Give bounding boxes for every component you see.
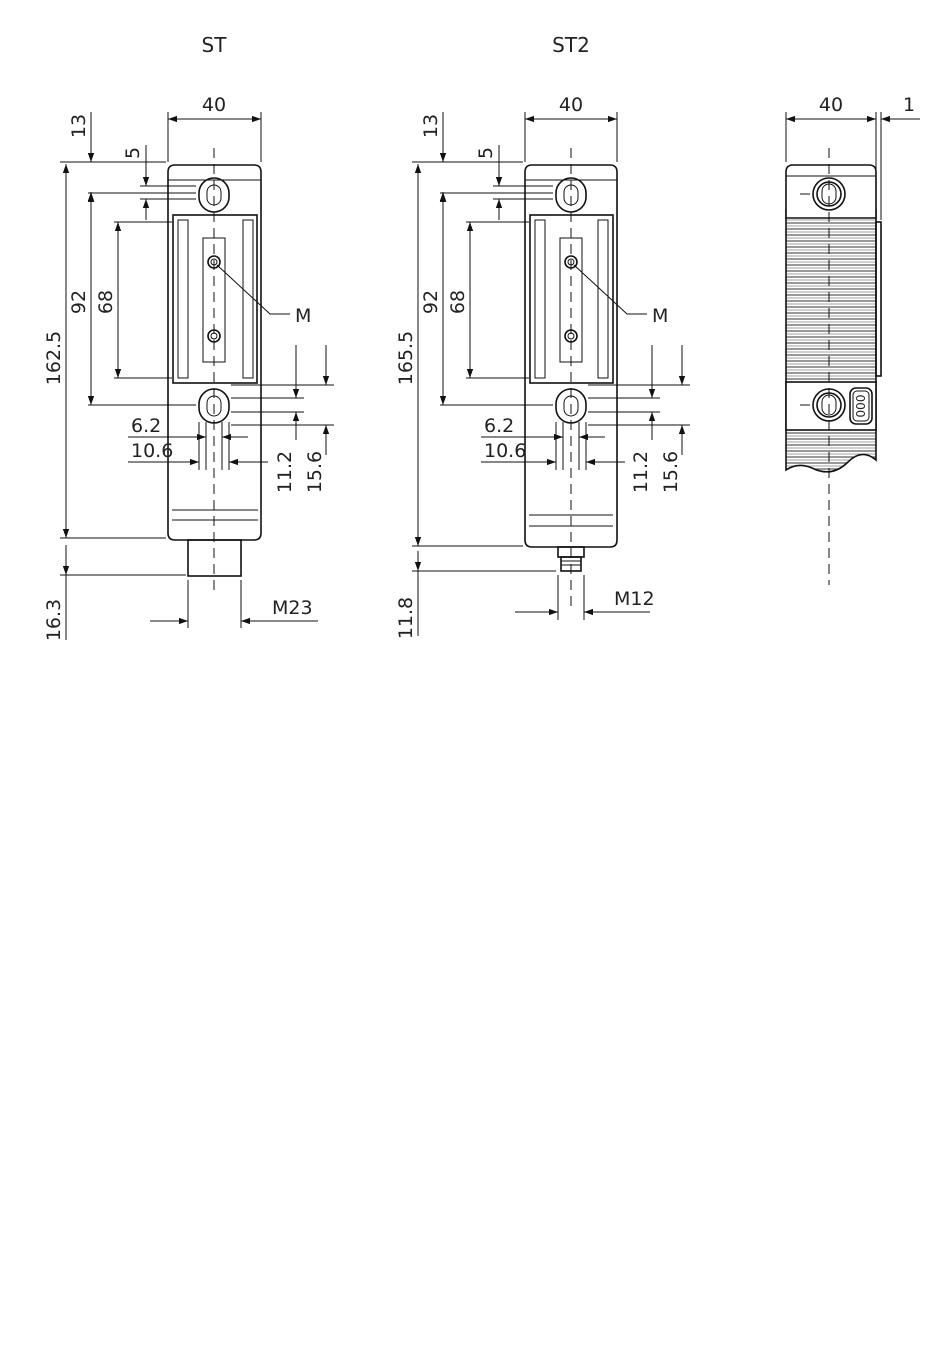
dim-st-10-6: 10.6: [131, 440, 173, 462]
label-st2-m: M: [652, 305, 668, 327]
view-side: 000 40 1: [786, 94, 920, 585]
label-st-m: M: [295, 305, 311, 327]
side-body-ribbed: [786, 210, 876, 472]
view-title-st2: ST2: [552, 33, 590, 57]
dim-st2-m12: M12: [614, 588, 655, 610]
dim-st2-92: 92: [420, 290, 442, 314]
dim-st-68: 68: [95, 290, 117, 314]
view-st: ST 40 13: [43, 33, 334, 641]
dim-st2-15-6: 15.6: [660, 451, 682, 493]
dim-st-92: 92: [68, 290, 90, 314]
dim-st-13: 13: [68, 114, 90, 138]
dim-st2-width: 40: [559, 94, 583, 116]
dim-st-162-5: 162.5: [43, 331, 65, 385]
side-led-text: 000: [854, 395, 868, 418]
view-st2: ST2 40 13: [395, 33, 690, 639]
dim-st-16-3: 16.3: [43, 599, 65, 641]
dim-side-width: 40: [819, 94, 843, 116]
dim-side-depth: 1: [903, 94, 915, 116]
dim-st2-68: 68: [447, 290, 469, 314]
dim-st-width: 40: [202, 94, 226, 116]
dim-st2-5: 5: [475, 147, 497, 159]
dim-st-5: 5: [122, 147, 144, 159]
view-title-st: ST: [202, 33, 228, 57]
dim-st2-10-6: 10.6: [484, 440, 526, 462]
dim-st-6-2: 6.2: [131, 415, 161, 437]
dim-st2-165-5: 165.5: [395, 331, 417, 385]
dim-st-11-2: 11.2: [274, 451, 296, 493]
dim-st2-11-2: 11.2: [630, 451, 652, 493]
dim-st-m23: M23: [272, 597, 313, 619]
dim-st2-13: 13: [420, 114, 442, 138]
dim-st-15-6: 15.6: [304, 451, 326, 493]
dim-st2-6-2: 6.2: [484, 415, 514, 437]
st-label-window: [173, 215, 257, 383]
dim-st2-11-8: 11.8: [395, 597, 417, 639]
